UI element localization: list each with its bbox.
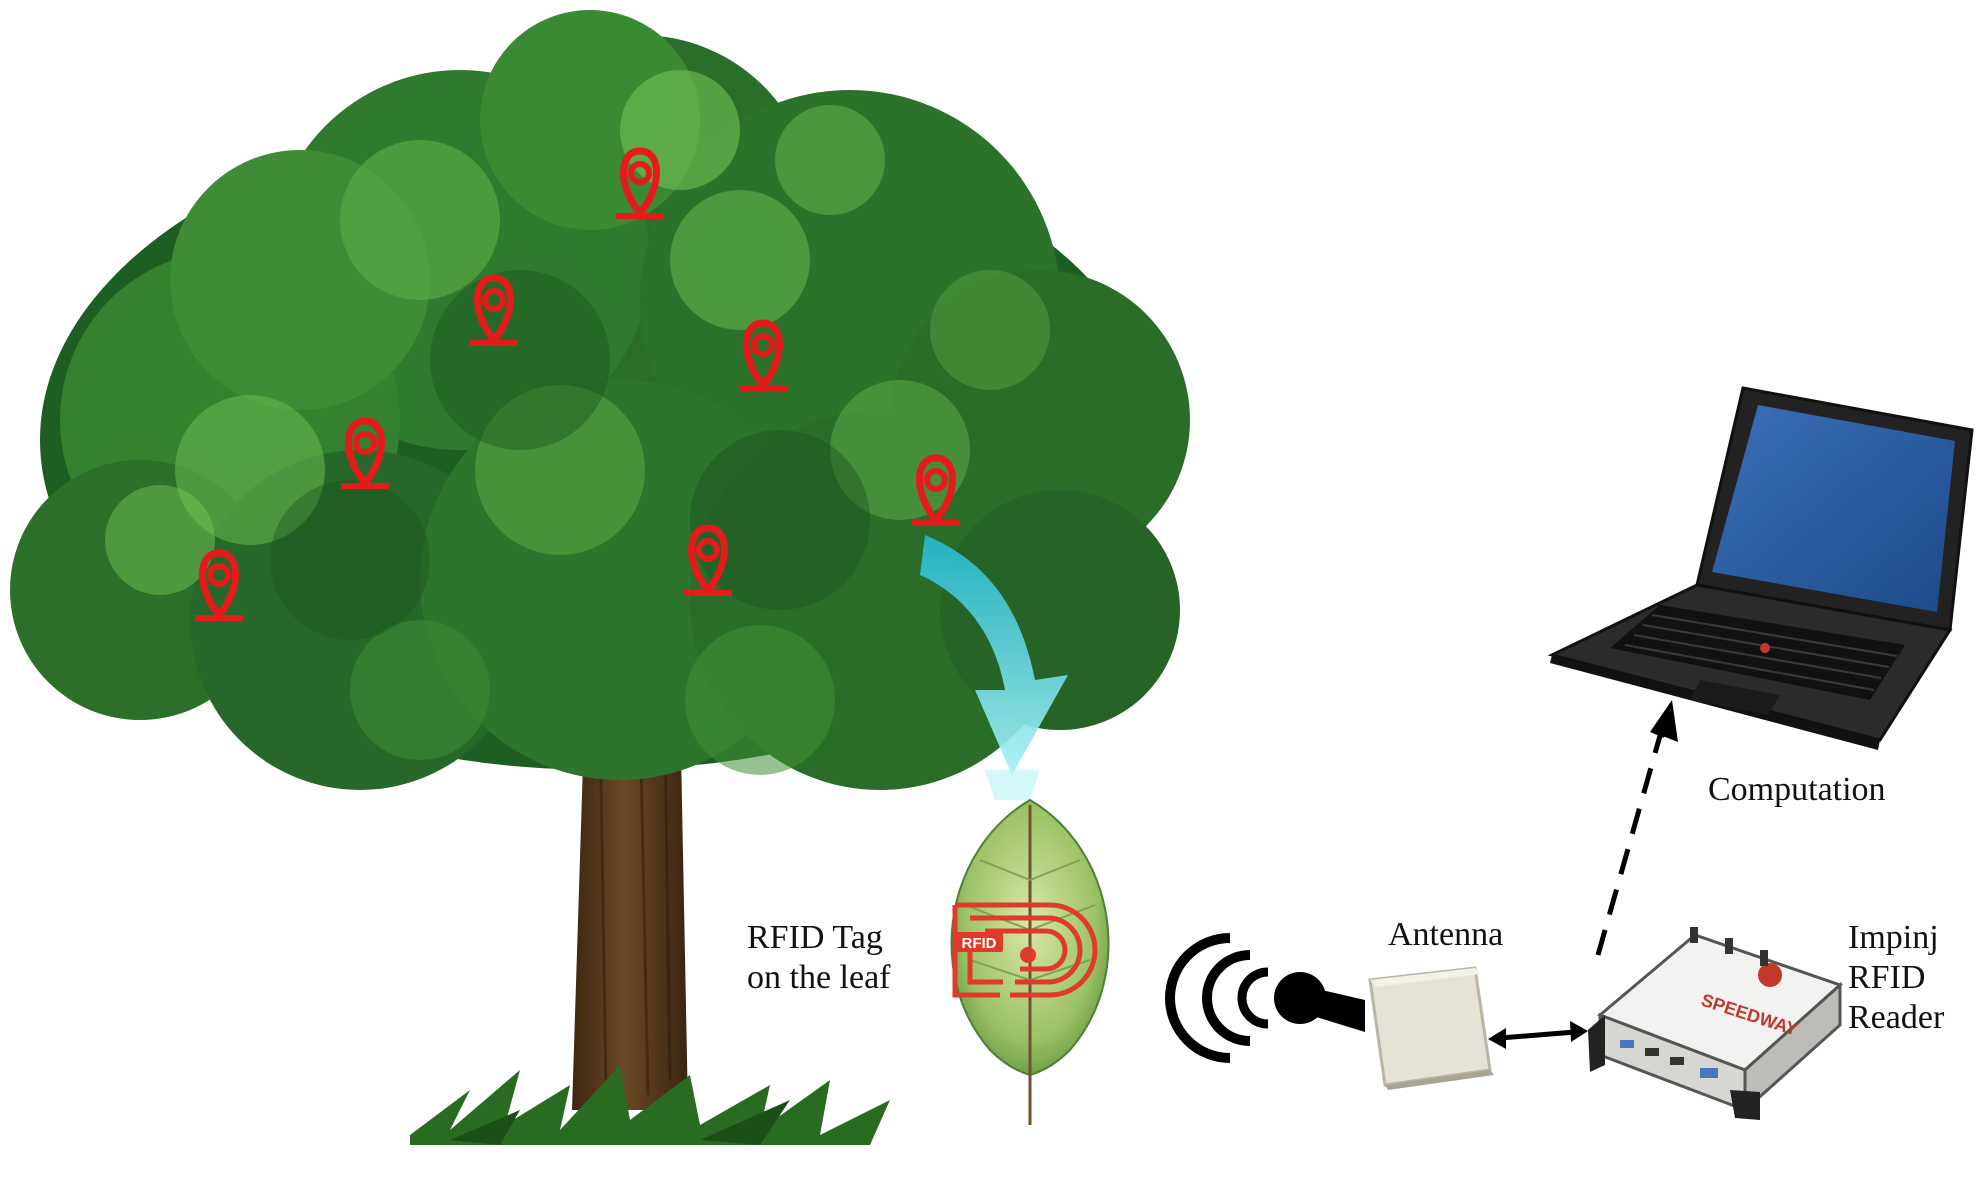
grass	[410, 1065, 890, 1145]
leaf-rfid-tag-icon: RFID	[950, 798, 1110, 1125]
reader-label-line2: RFID	[1848, 959, 1926, 996]
tag-badge-text: RFID	[962, 935, 997, 952]
laptop-computer-icon	[1547, 386, 1974, 750]
curved-arrow	[920, 535, 1068, 800]
tree-canopy	[10, 10, 1190, 790]
computation-label: Computation	[1708, 771, 1886, 808]
double-arrow	[1488, 1021, 1588, 1049]
reader-label-line3: Reader	[1848, 999, 1945, 1036]
rfid-reader-device-icon: SPEEDWAY	[1588, 927, 1843, 1120]
reader-label: Impinj RFID Reader	[1848, 918, 1944, 1038]
tree-illustration	[10, 10, 1190, 1145]
rfid-tag-label: RFID Tag on the leaf	[747, 918, 891, 998]
rfid-tag-label-line2: on the leaf	[747, 959, 891, 996]
radio-waves-icon	[1165, 933, 1365, 1063]
reader-label-line1: Impinj	[1848, 919, 1939, 956]
antenna-panel-icon	[1368, 966, 1494, 1090]
dashed-arrow	[1595, 700, 1678, 956]
rfid-tag-label-line1: RFID Tag	[747, 919, 883, 956]
antenna-label: Antenna	[1388, 916, 1504, 953]
